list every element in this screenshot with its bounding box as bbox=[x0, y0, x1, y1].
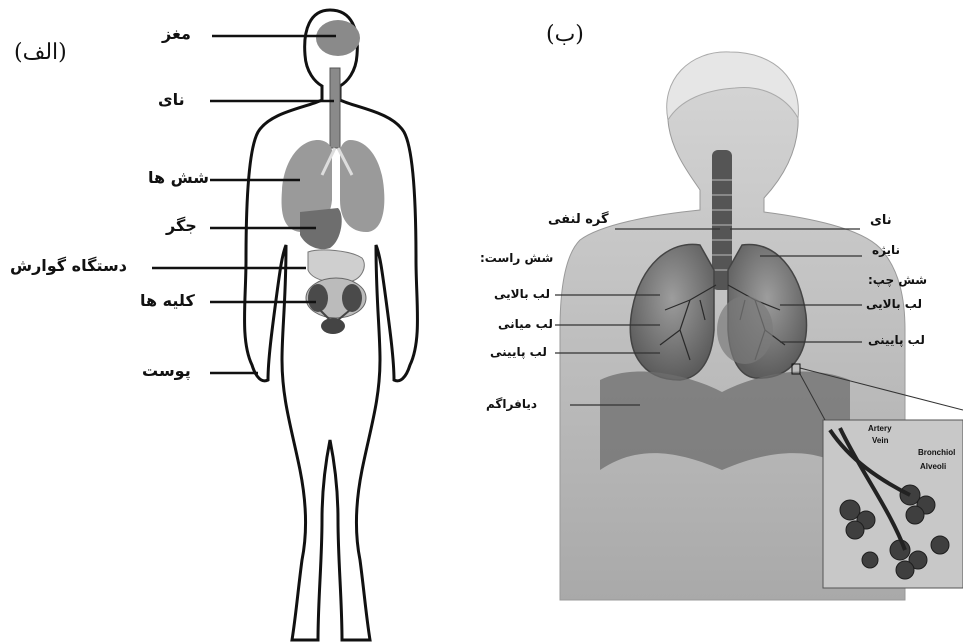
inset-label-bronchiole: Bronchiol bbox=[918, 448, 955, 457]
label-right-lower: لب پایینی bbox=[490, 346, 547, 358]
inset-label-artery: Artery bbox=[868, 424, 892, 433]
label-right-upper: لب بالایی bbox=[494, 288, 550, 300]
inset-label-vein: Vein bbox=[872, 436, 888, 445]
label-right-middle: لب میانی bbox=[498, 318, 553, 330]
panel-b-tag: (ب) bbox=[546, 22, 584, 47]
heart-shape bbox=[717, 296, 773, 364]
label-lymph-node: گره لنفی bbox=[548, 213, 609, 226]
label-diaphragm: دیافراگم bbox=[486, 398, 537, 410]
label-right-lung: شش راست: bbox=[480, 252, 553, 264]
label-left-lung: شش چپ: bbox=[868, 274, 927, 286]
label-left-upper: لب بالایی bbox=[866, 298, 922, 310]
label-trachea-b: نای bbox=[870, 214, 892, 227]
inset-label-alveoli: Alveoli bbox=[920, 462, 946, 471]
label-left-lower: لب پایینی bbox=[868, 334, 925, 346]
label-bronchus: نایژه bbox=[872, 244, 900, 256]
